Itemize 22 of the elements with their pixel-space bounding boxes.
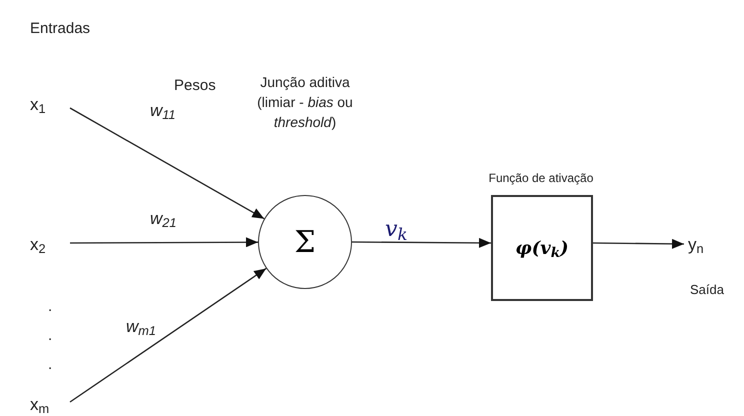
- ellipsis-dot: .: [48, 326, 52, 346]
- node-caption: Saída: [690, 281, 724, 299]
- arrow: [70, 237, 258, 248]
- text-label: Entradas: [30, 19, 90, 39]
- edge-label: w$_{21}$: [150, 208, 176, 232]
- variable-label: x$_{2}$: [30, 235, 46, 254]
- edge-label: w$_{m1}$: [126, 316, 156, 340]
- variable-label: y$_{n}$: [688, 235, 704, 254]
- text-label: Pesos: [174, 76, 216, 96]
- arrow: [70, 268, 267, 403]
- ellipsis-dot: .: [48, 355, 52, 375]
- variable-label: x$_{m}$: [30, 395, 50, 414]
- node-heading: Junção aditiva (limiar - bias ou threshold): [256, 73, 354, 132]
- node-heading: Função de ativação: [488, 170, 594, 187]
- edge-label: v$_{k}$: [385, 216, 408, 246]
- variable-label: x$_{1}$: [30, 95, 46, 114]
- ellipsis-dot: .: [48, 297, 52, 317]
- edge-label: w$_{11}$: [150, 100, 176, 124]
- activation-box: φ(v$_{k}$): [491, 195, 593, 301]
- arrow: [352, 238, 491, 248]
- arrow: [593, 238, 684, 249]
- arrow: [70, 107, 264, 220]
